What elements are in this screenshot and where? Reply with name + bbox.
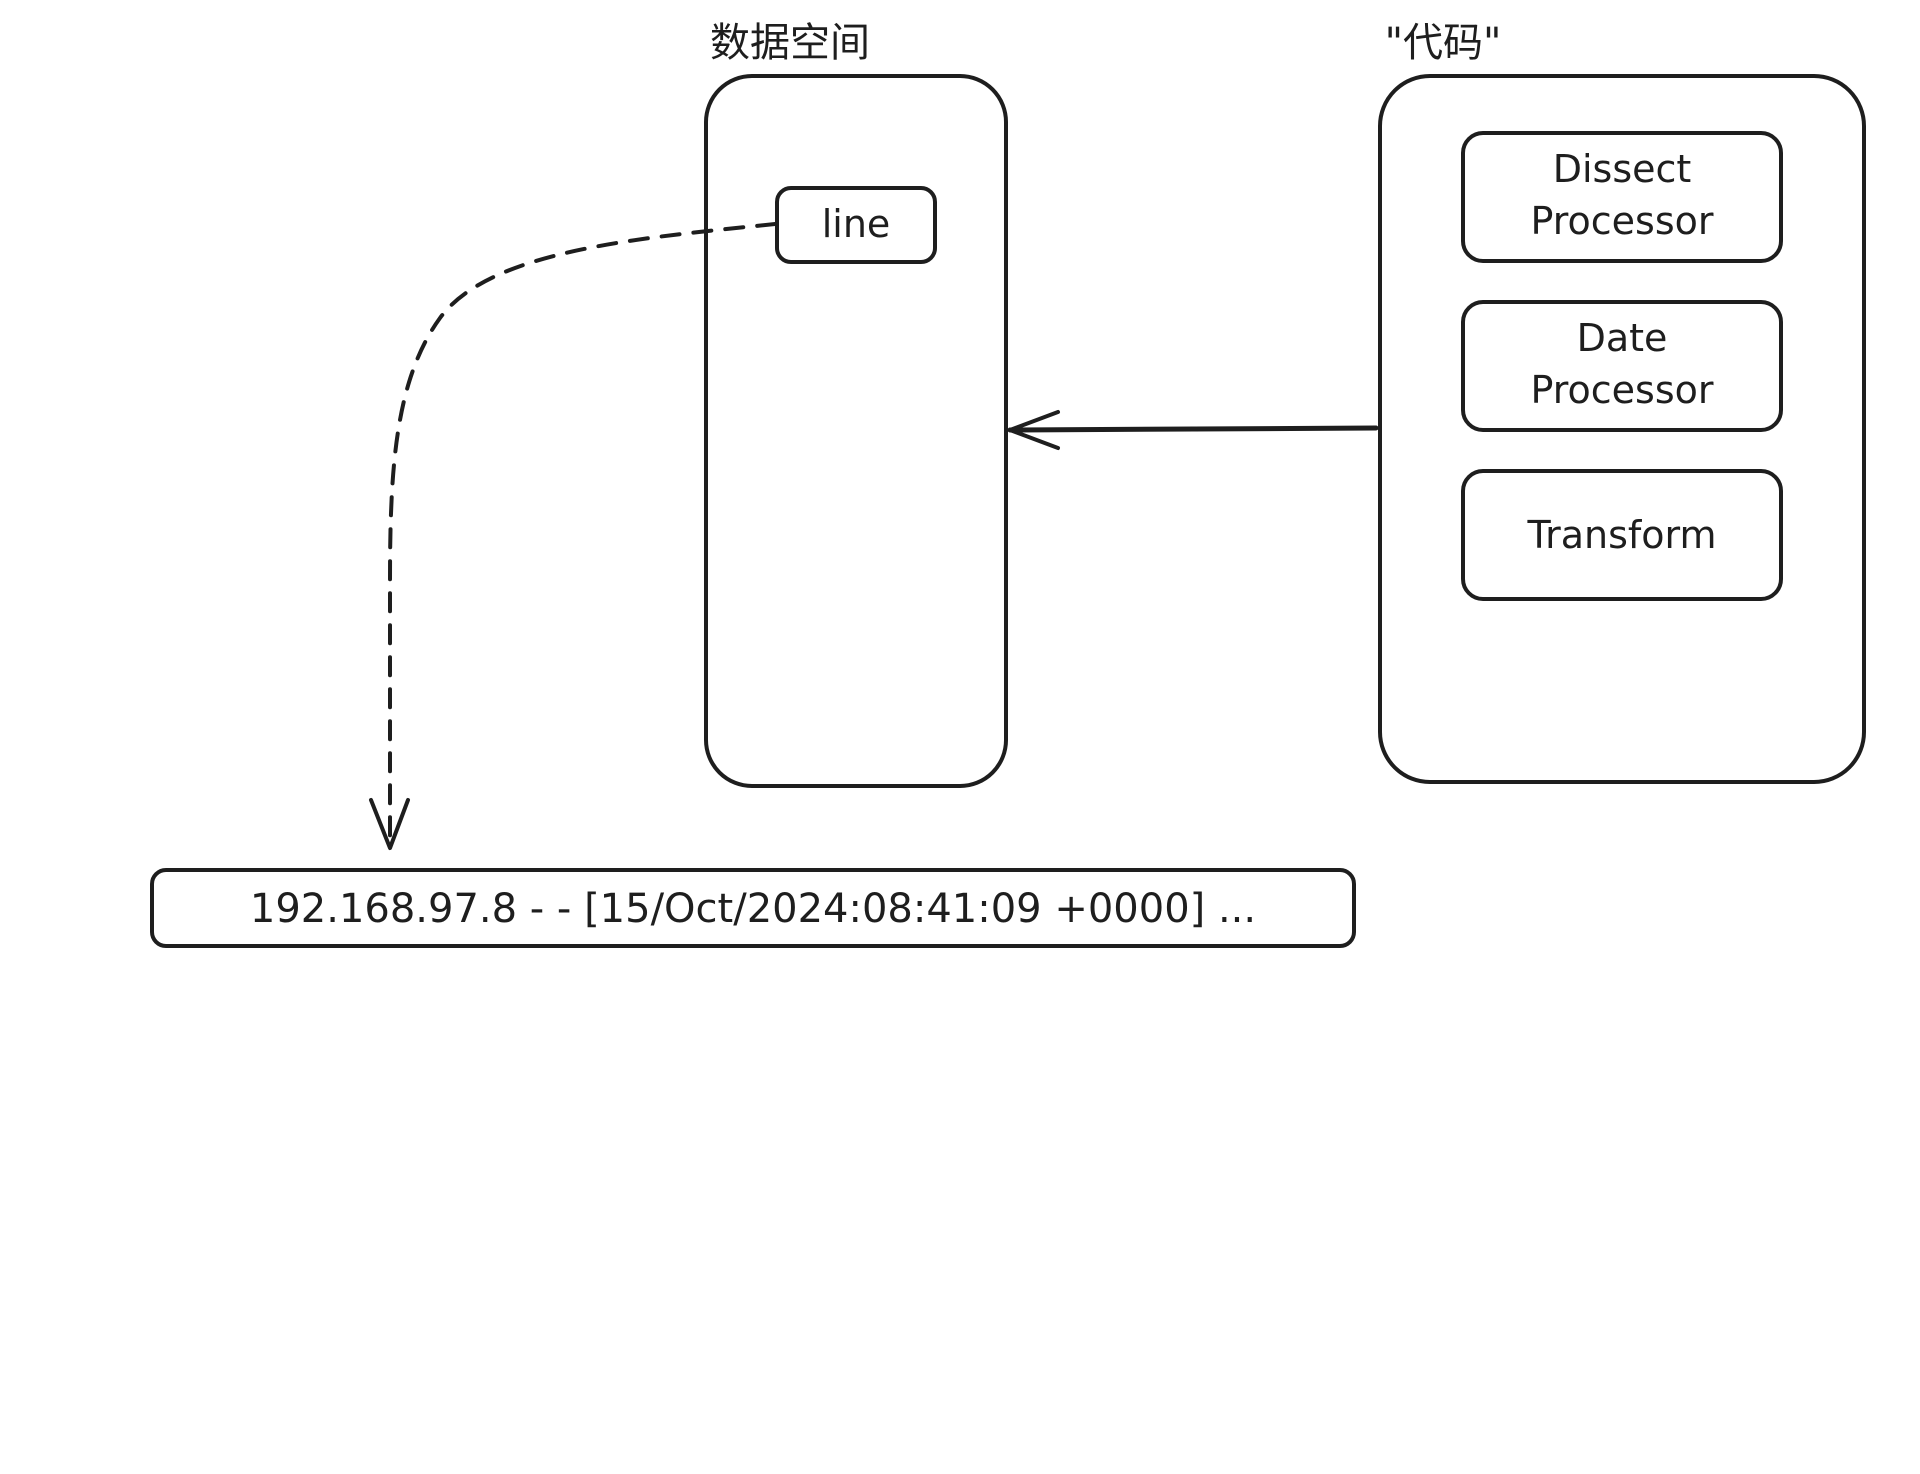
line-to-log-arrowhead [369, 798, 410, 850]
code-to-data-arrow-shaft [1007, 425, 1379, 433]
date-processor-label-line1: Date [1577, 316, 1668, 360]
code-container [1378, 74, 1866, 784]
dissect-processor-box [1461, 131, 1783, 263]
line-to-log-arrow [369, 222, 777, 850]
dissect-processor-node[interactable]: Dissect Processor [1461, 131, 1783, 263]
line-field-node[interactable]: line [775, 186, 937, 264]
line-field-label: line [822, 202, 891, 246]
code-to-data-arrow [1007, 410, 1379, 450]
line-field-box [775, 186, 937, 264]
transform-box [1461, 469, 1783, 601]
code-group: "代码" Dissect Processor Date Processor Tr… [1378, 20, 1866, 784]
dissect-processor-label-line2: Processor [1530, 199, 1713, 243]
dissect-processor-label-line1: Dissect [1553, 147, 1692, 191]
transform-label: Transform [1526, 513, 1716, 557]
transform-node[interactable]: Transform [1461, 469, 1783, 601]
date-processor-node[interactable]: Date Processor [1461, 300, 1783, 432]
log-line-text: 192.168.97.8 - - [15/Oct/2024:08:41:09 +… [250, 886, 1256, 932]
data-space-group: 数据空间 line [704, 20, 1008, 788]
data-space-container [704, 74, 1008, 788]
code-to-data-arrowhead [1008, 410, 1060, 450]
log-line-node[interactable]: 192.168.97.8 - - [15/Oct/2024:08:41:09 +… [150, 868, 1356, 948]
code-title: "代码" [1385, 20, 1502, 66]
line-to-log-dashed-curve [388, 222, 777, 844]
log-line-box [150, 868, 1356, 948]
date-processor-box [1461, 300, 1783, 432]
date-processor-label-line2: Processor [1530, 368, 1713, 412]
data-space-title: 数据空间 [710, 20, 870, 66]
